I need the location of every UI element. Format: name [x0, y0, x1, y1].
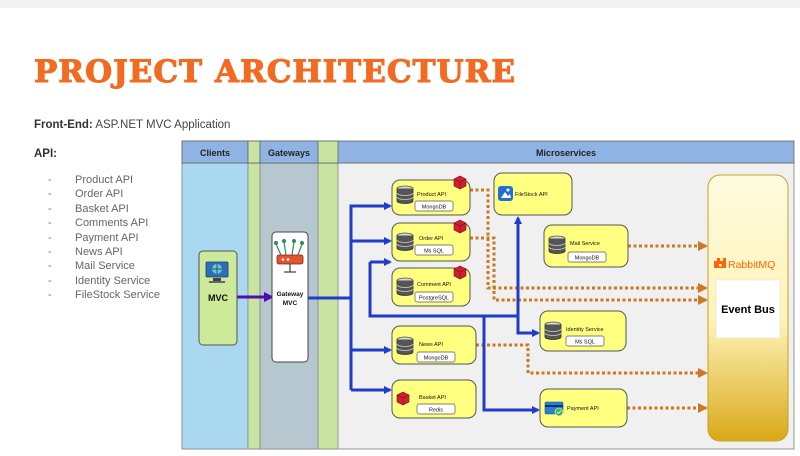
redis-cube-icon [396, 391, 410, 406]
basket-api-node: Basket API Redis [391, 379, 477, 419]
news-api-label: News API [419, 342, 443, 348]
frontend-line: Front-End: ASP.NET MVC Application [34, 119, 230, 131]
comment-api-label: Comment API [417, 282, 451, 288]
news-api-node: News API MongoDB [391, 325, 477, 365]
api-list-item: -Payment API [48, 231, 139, 244]
rabbitmq-logo-icon [714, 258, 726, 268]
event-arrows [470, 188, 708, 413]
database-icon [548, 235, 566, 254]
api-list-item: -Product API [48, 174, 134, 186]
gateway-node: Gateway MVC [271, 231, 309, 363]
basket-api-label: Basket API [419, 395, 446, 401]
api-list: -Product API -Order API -Basket API -Com… [48, 173, 160, 303]
frontend-value: ASP.NET MVC Application [95, 119, 231, 131]
lane-clients-label: Clients [200, 148, 230, 158]
comment-db-label: PostgreSQL [419, 296, 449, 302]
globe-computer-icon [205, 261, 229, 283]
payment-icon [544, 401, 564, 417]
payment-api-node: Payment API [539, 388, 628, 428]
product-api-label: Product API [417, 192, 447, 198]
redis-cube-icon [453, 219, 467, 234]
database-icon [396, 277, 414, 296]
rabbitmq-label: RabbitMQ [728, 259, 775, 271]
router-icon [274, 239, 304, 273]
database-icon [396, 185, 414, 204]
event-bus-label: Event Bus [721, 304, 775, 316]
api-list-item: -Basket API [48, 202, 129, 215]
identity-db-label: Ms SQL [575, 340, 595, 346]
page-title: PROJECT ARCHITECTURE [33, 54, 517, 91]
database-icon [396, 336, 414, 355]
api-list-item: -Identity Service [48, 274, 151, 287]
product-db-label: MongoDB [422, 205, 447, 211]
gateway-label-line2: MVC [283, 300, 298, 307]
lane-headers: Clients Gateways Microservices [181, 140, 795, 164]
frontend-label: Front-End: [34, 119, 93, 131]
product-api-node: Product API MongoDB [391, 175, 471, 216]
database-icon [544, 321, 562, 340]
api-list-item: -Comments API [48, 217, 149, 230]
api-list-item: -News API [48, 245, 123, 258]
lane-microservices-label: Microservices [536, 148, 596, 158]
mvc-client: MVC [198, 250, 238, 346]
order-db-label: Ms SQL [424, 249, 444, 255]
comment-api-node: Comment API PostgreSQL [391, 265, 471, 307]
mail-service-label: Mail Service [570, 241, 600, 247]
filestock-api-label: FileStock API [515, 192, 548, 198]
top-bar [0, 0, 800, 8]
gateway-label-line1: Gateway [277, 291, 304, 298]
basket-db-label: Redis [429, 408, 443, 414]
database-icon [396, 232, 414, 251]
mvc-label: MVC [208, 293, 229, 303]
api-list-item: -Order API [48, 188, 124, 201]
api-list-item: -Mail Service [48, 260, 135, 273]
identity-service-label: Identity Service [566, 327, 604, 333]
redis-cube-icon [453, 175, 467, 190]
request-arrows [308, 202, 540, 414]
news-db-label: MongoDB [424, 356, 449, 362]
filestock-api-node: FileStock API [493, 172, 573, 216]
identity-service-node: Identity Service Ms SQL [539, 310, 627, 352]
image-file-icon [498, 186, 513, 201]
order-api-label: Order API [419, 236, 444, 242]
event-bus-node: RabbitMQ Event Bus [707, 174, 789, 442]
mail-service-node: Mail Service MongoDB [543, 224, 629, 268]
api-label: API: [34, 148, 57, 160]
api-list-item: -FileStock Service [48, 289, 160, 302]
redis-cube-icon [453, 265, 467, 280]
mail-db-label: MongoDB [575, 256, 600, 262]
lane-gateways-label: Gateways [268, 148, 310, 158]
order-api-node: Order API Ms SQL [391, 219, 471, 262]
payment-api-label: Payment API [567, 406, 599, 412]
